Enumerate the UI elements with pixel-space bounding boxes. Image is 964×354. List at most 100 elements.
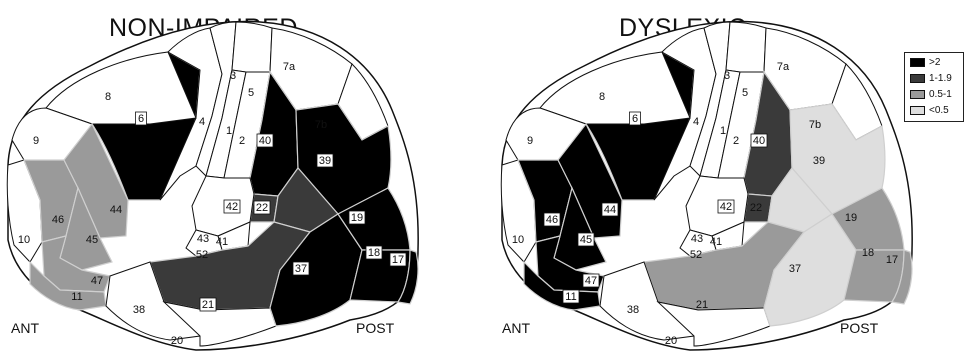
- area-39-label: 39: [813, 155, 825, 167]
- area-47-label: 47: [582, 273, 600, 288]
- label-post-left: POST: [356, 320, 395, 336]
- area-22-label: 22: [253, 200, 271, 215]
- area-11-label: 11: [71, 291, 82, 303]
- legend-label: <0.5: [929, 105, 949, 116]
- area-7a-label: 7a: [777, 61, 790, 73]
- legend-swatch: [910, 106, 925, 115]
- area-8-region: [45, 51, 197, 125]
- area-label-text: 3: [724, 70, 730, 82]
- area-label-box: [582, 273, 600, 288]
- area-label-text: 10: [18, 234, 30, 246]
- area-10-label: 10: [512, 234, 524, 246]
- area-label-text: 7b: [809, 119, 821, 131]
- area-17-label: 17: [886, 254, 898, 266]
- area-4-label: 4: [199, 116, 205, 128]
- area-52-label: 52: [196, 249, 208, 261]
- area-label-text: 22: [256, 202, 268, 214]
- area-label-text: 3: [230, 70, 236, 82]
- legend-swatch: [910, 74, 925, 83]
- area-11-region: [29, 260, 107, 311]
- label-ant-right: ANT: [502, 320, 530, 336]
- area-19-label: 19: [845, 212, 857, 224]
- area-label-text: 39: [319, 155, 331, 167]
- area-4-label: 4: [693, 116, 699, 128]
- area-3-label: 3: [230, 70, 236, 82]
- area-label-box: [629, 111, 641, 126]
- area-5-label: 5: [248, 87, 254, 99]
- area-7b-label: 7b: [809, 119, 821, 131]
- area-18-label: 18: [365, 245, 383, 260]
- area-label-text: 7a: [283, 61, 296, 73]
- area-label-text: 43: [197, 233, 209, 245]
- area-label-text: 7b: [315, 119, 327, 131]
- area-label-box: [199, 297, 217, 312]
- area-8-label: 8: [599, 91, 605, 103]
- area-22-label: 22: [750, 202, 762, 214]
- area-2-label: 2: [733, 135, 739, 147]
- area-2-label: 2: [239, 135, 245, 147]
- area-label-text: 2: [239, 135, 245, 147]
- area-label-text: 5: [742, 87, 748, 99]
- area-label-text: 44: [110, 204, 122, 216]
- area-label-text: 45: [580, 234, 592, 246]
- area-label-text: 41: [710, 236, 722, 248]
- area-label-box: [389, 252, 407, 267]
- area-7a-label: 7a: [283, 61, 296, 73]
- label-ant-left: ANT: [11, 320, 39, 336]
- area-47-label: 47: [91, 275, 103, 287]
- area-40-label: 40: [256, 133, 274, 148]
- area-label-box: [577, 232, 595, 247]
- area-1-label: 1: [720, 125, 726, 137]
- area-17-region: [890, 249, 913, 305]
- area-18-label: 18: [862, 247, 874, 259]
- area-19-label: 19: [348, 210, 366, 225]
- area-label-text: 8: [105, 91, 111, 103]
- area-label-text: 45: [86, 234, 98, 246]
- area-21-label: 21: [199, 297, 217, 312]
- area-44-label: 44: [601, 202, 619, 217]
- area-20-label: 20: [171, 335, 183, 347]
- area-11-region: [523, 260, 601, 311]
- area-label-text: 40: [753, 135, 765, 147]
- area-9-label: 9: [527, 135, 533, 147]
- area-label-text: 47: [91, 275, 103, 287]
- area-41-label: 41: [216, 236, 228, 248]
- area-label-text: 46: [52, 214, 64, 226]
- area-45-label: 45: [86, 234, 98, 246]
- area-38-label: 38: [133, 304, 145, 316]
- area-label-text: 9: [33, 135, 39, 147]
- legend-row: 0.5-1: [910, 88, 952, 101]
- area-label-text: 40: [259, 135, 271, 147]
- area-46-label: 46: [543, 212, 561, 227]
- area-label-text: 38: [133, 304, 145, 316]
- area-label-text: 4: [199, 116, 205, 128]
- area-label-text: 18: [368, 247, 380, 259]
- area-label-box: [543, 212, 561, 227]
- area-17-region: [396, 249, 419, 305]
- area-5-region: [231, 21, 273, 73]
- legend-swatch: [910, 58, 925, 67]
- area-20-label: 20: [665, 335, 677, 347]
- area-label-text: 52: [196, 249, 208, 261]
- area-label-text: 41: [216, 236, 228, 248]
- area-52-label: 52: [690, 249, 702, 261]
- area-43-label: 43: [197, 233, 209, 245]
- area-37-label: 37: [789, 263, 801, 275]
- area-label-box: [316, 153, 334, 168]
- area-label-box: [292, 261, 310, 276]
- area-8-label: 8: [105, 91, 111, 103]
- area-label-text: 46: [546, 214, 558, 226]
- area-label-text: 20: [171, 335, 183, 347]
- area-label-text: 4: [693, 116, 699, 128]
- area-label-text: 44: [604, 204, 616, 216]
- area-46-label: 46: [52, 214, 64, 226]
- area-42-label: 42: [223, 199, 241, 214]
- area-3-label: 3: [724, 70, 730, 82]
- area-9-label: 9: [33, 135, 39, 147]
- area-40-label: 40: [750, 133, 768, 148]
- area-label-box: [253, 200, 271, 215]
- area-6-label: 6: [135, 111, 147, 126]
- area-label-text: 8: [599, 91, 605, 103]
- legend-row: 1-1.9: [910, 72, 952, 85]
